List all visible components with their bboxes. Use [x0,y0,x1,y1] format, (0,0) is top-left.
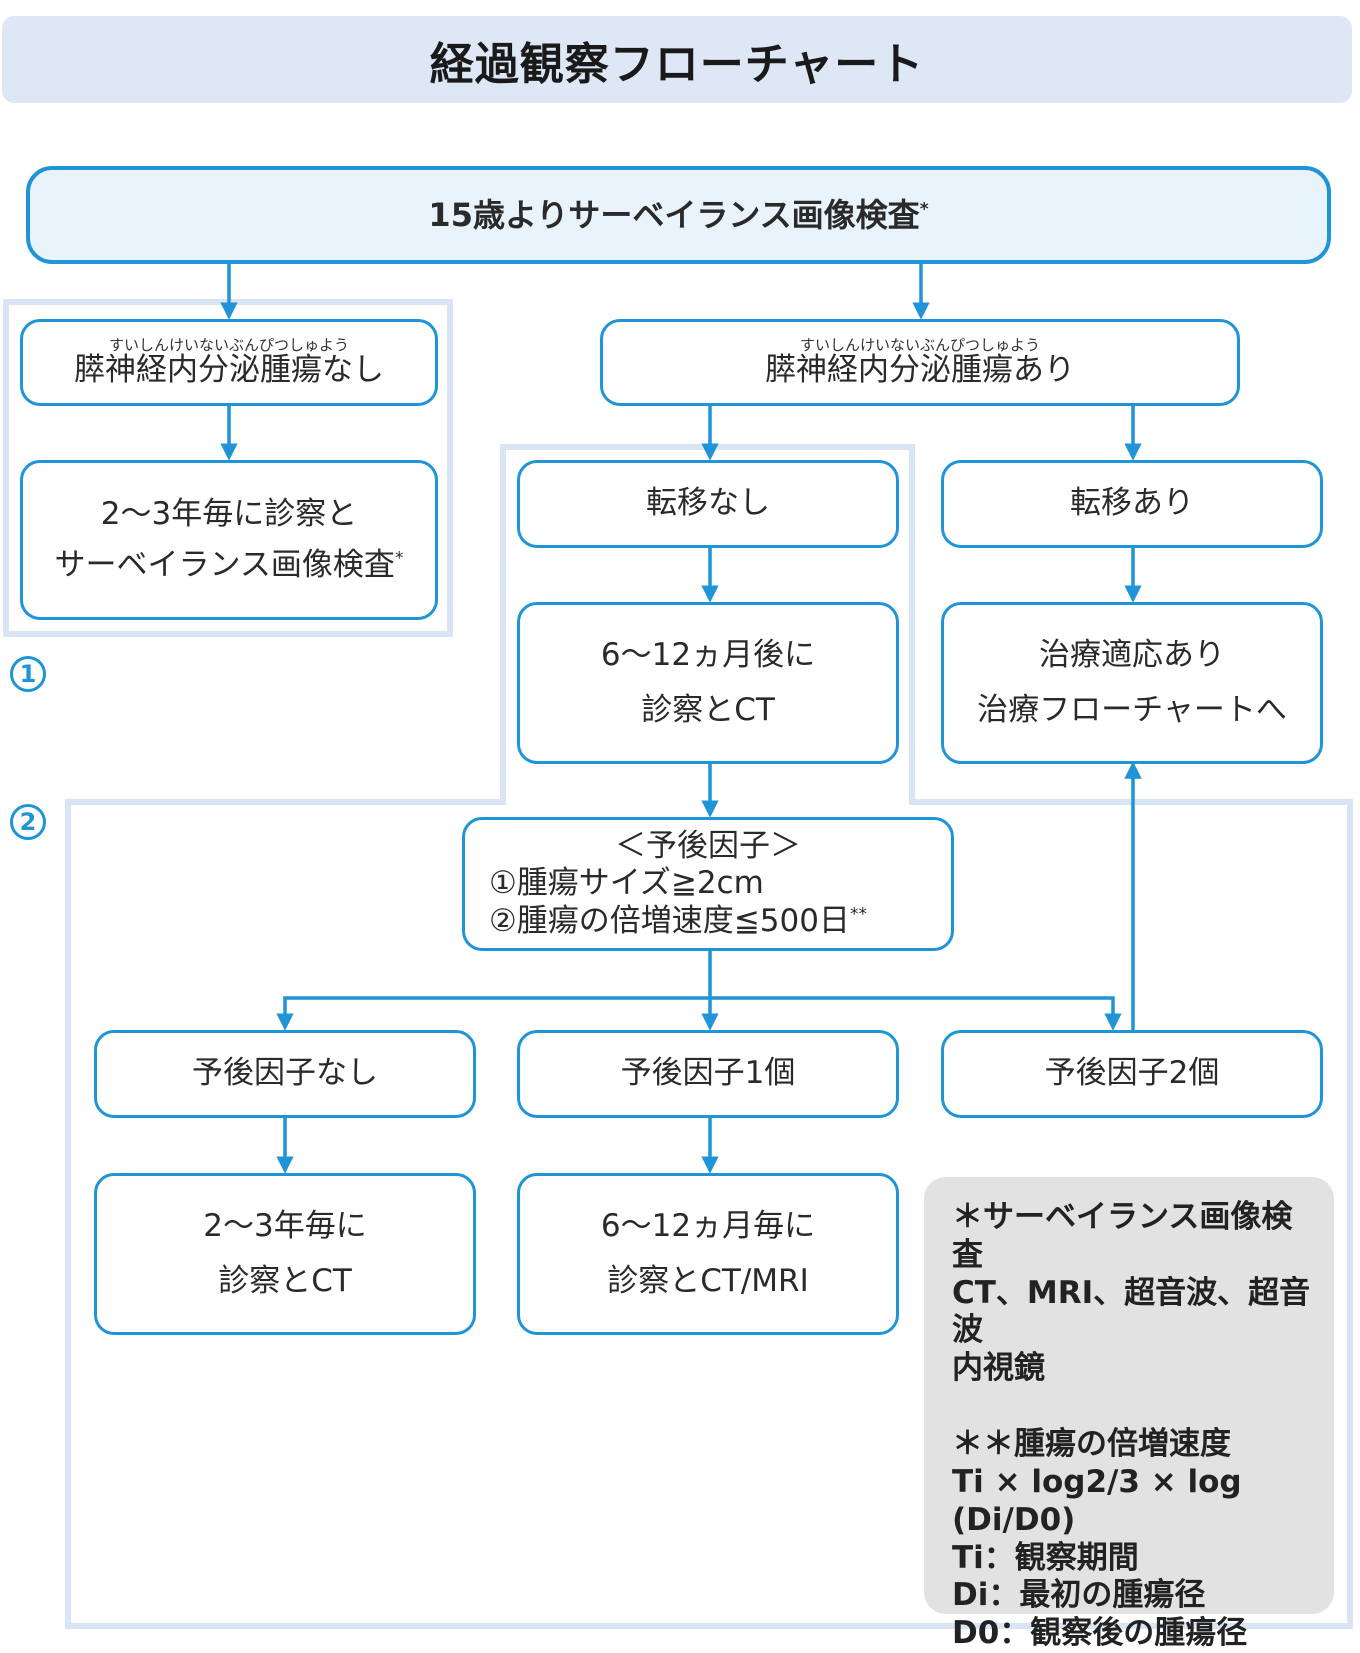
prognostic-factors-node: ＜予後因子＞ ①腫瘍サイズ≧2cm ②腫瘍の倍増速度≦500日** [462,817,954,951]
metastasis-node: 転移あり [941,460,1323,548]
region-2-outline [65,444,1353,1629]
periodic-check-line1: 2〜3年毎に診察と [100,495,358,532]
factor-two-node: 予後因子2個 [941,1030,1323,1118]
ct-6-12-line1: 6〜12ヵ月後に [600,636,816,673]
region-2-marker: 2 [10,804,46,840]
page-title: 経過観察フローチャート [429,38,925,90]
factors-heading: ＜予後因子＞ [615,828,801,865]
no-metastasis-text: 転移なし [646,485,770,522]
note-spacer [952,1388,1312,1426]
factor-none-text: 予後因子なし [192,1055,378,1092]
ct-2-3y-line1: 2〜3年毎に [203,1207,367,1244]
note-body-doubling: Ti × log2/3 × log (Di/D0) Ti：観察期間 Di：最初の… [952,1463,1248,1652]
treatment-line1: 治療適応あり [1039,636,1225,673]
metastasis-text: 転移あり [1070,485,1194,522]
factor-branch-connector [708,951,1122,1031]
ct-mri-line2: 診察とCT/MRI [607,1263,809,1299]
footnote-mark: * [394,548,404,569]
surveillance-start-node: 15歳よりサーベイランス画像検査* [26,166,1331,264]
ct-mri-line1: 6〜12ヵ月毎に [600,1207,816,1244]
no-metastasis-node: 転移なし [517,460,899,548]
surveillance-start-text: 15歳よりサーベイランス画像検査 [428,195,920,234]
periodic-check-line2: サーベイランス画像検査 [54,547,395,583]
treatment-node: 治療適応あり 治療フローチャートへ [941,602,1323,764]
factor-one-node: 予後因子1個 [517,1030,899,1118]
page-title-bar: 経過観察フローチャート [2,16,1352,103]
ct-2-3y-line2: 診察とCT [218,1263,352,1299]
factor-size: ①腫瘍サイズ≧2cm [489,865,764,902]
factor-branch-left [276,996,710,1031]
no-tumor-node: すいしんけいないぶんぴつしゅよう 膵神経内分泌腫瘍なし [20,319,438,406]
ct-6-12-node: 6〜12ヵ月後に 診察とCT [517,602,899,764]
ct-6-12-line2: 診察とCT [641,692,775,728]
note-heading-surveillance: ＊サーベイランス画像検査 [952,1199,1293,1273]
note-heading-doubling: ＊＊腫瘍の倍増速度 [952,1426,1231,1463]
factor-two-text: 予後因子2個 [1044,1055,1220,1092]
ct-2-3y-node: 2〜3年毎に 診察とCT [94,1173,476,1335]
no-tumor-ruby: すいしんけいないぶんぴつしゅよう [108,335,349,354]
with-tumor-ruby: すいしんけいないぶんぴつしゅよう [799,335,1040,354]
footnote-mark: ** [849,904,867,925]
treatment-line2: 治療フローチャートへ [977,692,1287,728]
footnote-box: ＊サーベイランス画像検査 CT、MRI、超音波、超音波 内視鏡 ＊＊腫瘍の倍増速… [924,1177,1334,1651]
periodic-check-node: 2〜3年毎に診察と サーベイランス画像検査* [20,460,438,620]
with-tumor-node: すいしんけいないぶんぴつしゅよう 膵神経内分泌腫瘍あり [600,319,1240,406]
with-tumor-text: 膵神経内分泌腫瘍あり [765,351,1075,388]
factor-doubling: ②腫瘍の倍増速度≦500日 [489,902,850,939]
factor-one-text: 予後因子1個 [620,1055,796,1092]
factor-none-node: 予後因子なし [94,1030,476,1118]
no-tumor-text: 膵神経内分泌腫瘍なし [74,351,384,388]
ct-mri-node: 6〜12ヵ月毎に 診察とCT/MRI [517,1173,899,1335]
region-1-marker: 1 [10,656,46,692]
note-body-surveillance: CT、MRI、超音波、超音波 内視鏡 [952,1274,1311,1387]
footnote-mark: * [919,199,929,220]
